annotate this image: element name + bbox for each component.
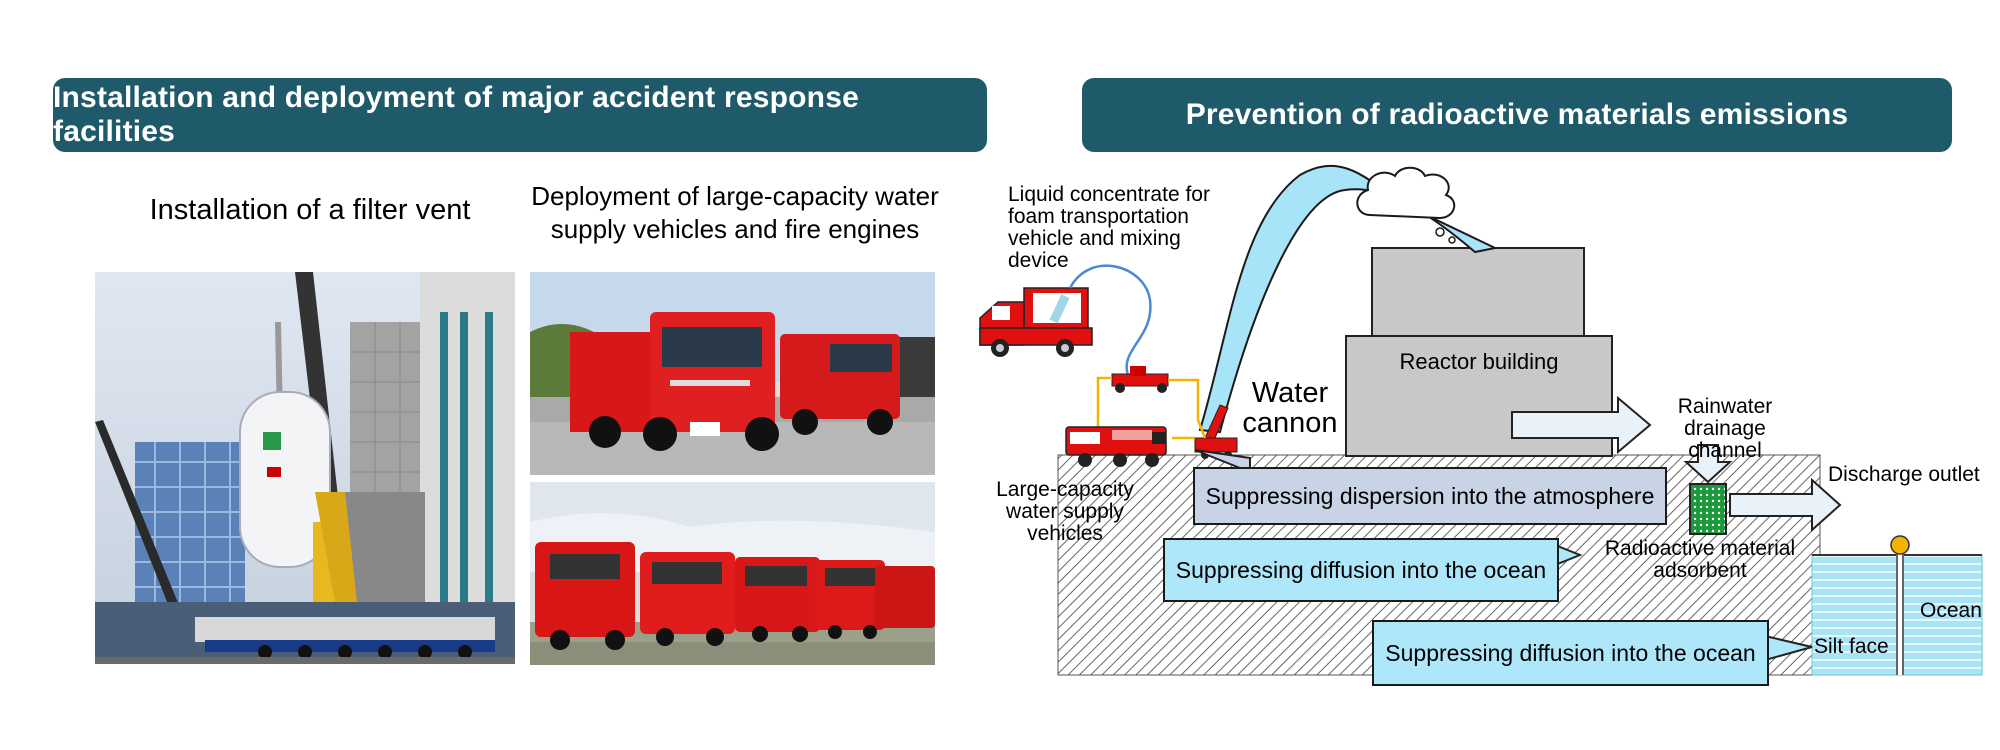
- rainwater-label-line1: Rainwater: [1677, 395, 1773, 418]
- rainwater-label: Rainwater drainage channel: [1650, 396, 1800, 462]
- vehicles-caption: Deployment of large-capacity water suppl…: [520, 180, 950, 246]
- water-cannon-label: Water cannon: [1238, 378, 1342, 438]
- water-cannon-label-line2: cannon: [1242, 407, 1338, 439]
- callout-atmosphere-tail: [1194, 449, 1251, 474]
- large-capacity-label-line1: Large-capacity: [996, 478, 1134, 501]
- discharge-outlet-label-text: Discharge outlet: [1828, 463, 1980, 486]
- water-cannon-label-line1: Water: [1251, 377, 1329, 409]
- banner-prevention-emissions: Prevention of radioactive materials emis…: [1082, 78, 1952, 152]
- reactor-building-label-text: Reactor building: [1399, 349, 1559, 374]
- reactor-building-upper: [1371, 247, 1585, 337]
- large-capacity-label-line3: vehicles: [1027, 522, 1103, 545]
- callout-ocean-1-text: Suppressing diffusion into the ocean: [1175, 556, 1547, 583]
- vehicles-caption-line1: Deployment of large-capacity water: [531, 181, 939, 211]
- ocean-label: Ocean: [1920, 600, 1982, 622]
- rainwater-label-line2: drainage channel: [1684, 417, 1766, 462]
- adsorbent-label: Radioactive material adsorbent: [1596, 538, 1804, 582]
- silt-fence-label: Silt face: [1814, 636, 1889, 658]
- foam-label-line1: Liquid concentrate for: [1008, 183, 1210, 206]
- banner-accident-response-facilities: Installation and deployment of major acc…: [53, 78, 987, 152]
- callout-atmosphere: Suppressing dispersion into the atmosphe…: [1193, 467, 1667, 525]
- foam-label-line2: foam transportation: [1008, 205, 1189, 228]
- vehicles-caption-line2: supply vehicles and fire engines: [550, 214, 920, 244]
- drainage-down-arrow: [1683, 444, 1733, 484]
- reactor-building-label: Reactor building: [1346, 351, 1612, 373]
- callout-ocean-2: Suppressing diffusion into the ocean: [1372, 620, 1769, 686]
- callout-atmosphere-text: Suppressing dispersion into the atmosphe…: [1205, 482, 1655, 509]
- ocean-label-text: Ocean: [1920, 599, 1982, 622]
- water-spray: [1198, 165, 1499, 434]
- filter-vent-caption: Installation of a filter vent: [100, 193, 520, 227]
- water-supply-vehicles-photo: [530, 272, 935, 475]
- water-supply-vehicle: [1065, 426, 1167, 467]
- adsorbent-block: [1689, 483, 1727, 535]
- silt-fence-buoy: [1890, 535, 1910, 555]
- foam-transport-truck: [979, 287, 1093, 357]
- silt-fence-label-text: Silt face: [1814, 635, 1889, 658]
- rainwater-arrow: [1511, 395, 1652, 455]
- fire-engines-photo: [530, 482, 935, 665]
- foam-label: Liquid concentrate for foam transportati…: [1008, 184, 1210, 272]
- filter-vent-photo: [95, 272, 515, 664]
- foam-label-line4: device: [1008, 249, 1069, 272]
- large-capacity-label-line2: water supply: [1006, 500, 1124, 523]
- discharge-arrow: [1729, 477, 1842, 533]
- large-capacity-label: Large-capacity water supply vehicles: [990, 479, 1140, 545]
- discharge-outlet-label: Discharge outlet: [1828, 464, 1980, 486]
- water-cannon-unit: [1194, 404, 1238, 459]
- adsorbent-label-line2: adsorbent: [1653, 559, 1747, 582]
- foam-label-line3: vehicle and mixing: [1008, 227, 1181, 250]
- steam-cloud: [1356, 166, 1456, 220]
- banner-left-title: Installation and deployment of major acc…: [53, 81, 859, 148]
- banner-right-title: Prevention of radioactive materials emis…: [1185, 98, 1849, 131]
- callout-ocean-1: Suppressing diffusion into the ocean: [1163, 538, 1559, 602]
- mixing-device: [1111, 366, 1169, 393]
- callout-ocean-2-text: Suppressing diffusion into the ocean: [1385, 639, 1756, 666]
- adsorbent-label-line1: Radioactive material: [1604, 537, 1796, 560]
- filter-vent-caption-text: Installation of a filter vent: [149, 194, 471, 226]
